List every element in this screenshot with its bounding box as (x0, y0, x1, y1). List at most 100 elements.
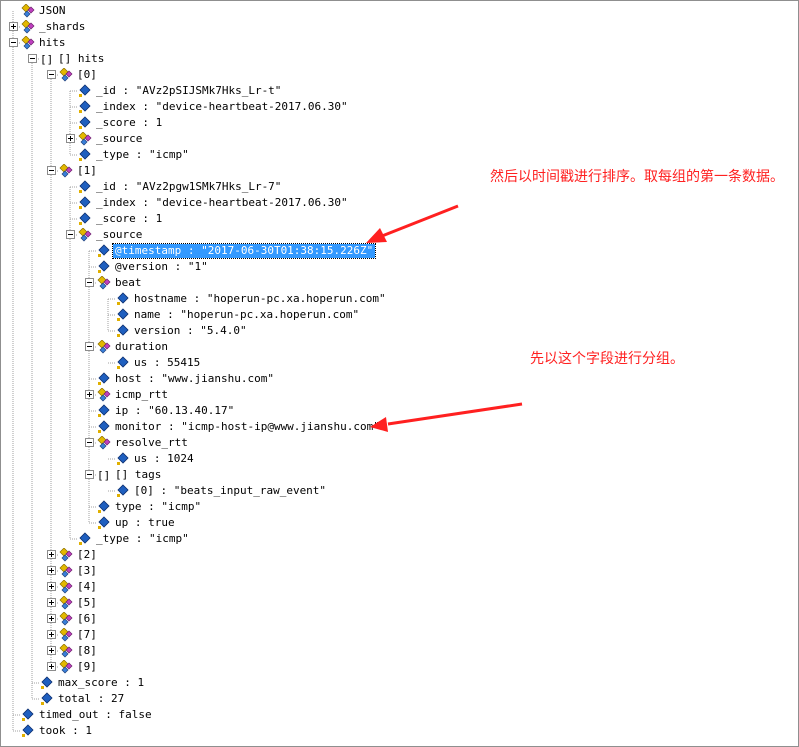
json-object-icon (58, 659, 74, 674)
tree-node-label[interactable]: [8] (77, 644, 97, 657)
json-array-icon: [] (96, 468, 112, 482)
json-object-icon (58, 595, 74, 610)
tree-node-label[interactable]: max_score : 1 (58, 676, 145, 689)
tree-node-label[interactable]: _type : "icmp" (96, 148, 189, 161)
json-object-icon (58, 563, 74, 578)
json-object-icon (20, 19, 36, 34)
expand-toggle-icon[interactable] (85, 390, 94, 399)
tree-node-label[interactable]: _score : 1 (96, 212, 163, 225)
arrow-to-timestamp (366, 204, 459, 243)
json-value-icon (77, 116, 93, 130)
tree-node-label[interactable]: monitor : "icmp-host-ip@www.jianshu.com" (115, 420, 380, 433)
json-value-icon (39, 676, 55, 690)
collapse-toggle-icon[interactable] (66, 230, 75, 239)
json-value-icon (115, 484, 131, 498)
tree-node-label[interactable]: version : "5.4.0" (134, 324, 247, 337)
tree-node-label[interactable]: hostname : "hoperun-pc.xa.hoperun.com" (134, 292, 386, 305)
expand-toggle-icon[interactable] (47, 582, 56, 591)
tree-node-label[interactable]: [] tags (115, 468, 162, 481)
tree-node-label[interactable]: [5] (77, 596, 97, 609)
tree-node-label[interactable]: [9] (77, 660, 97, 673)
json-value-icon (115, 324, 131, 338)
json-value-icon (39, 692, 55, 706)
tree-node-label[interactable]: name : "hoperun-pc.xa.hoperun.com" (134, 308, 360, 321)
tree-node-label[interactable]: JSON (39, 4, 66, 17)
tree-node-label[interactable]: [6] (77, 612, 97, 625)
expand-toggle-icon[interactable] (47, 614, 56, 623)
tree-node-label[interactable]: [] hits (58, 52, 105, 65)
tree-node-label[interactable]: [3] (77, 564, 97, 577)
expand-toggle-icon[interactable] (47, 646, 56, 655)
tree-node-label[interactable]: [0] (77, 68, 97, 81)
tree-node-label[interactable]: us : 55415 (134, 356, 201, 369)
tree-node-label[interactable]: beat (115, 276, 142, 289)
expand-toggle-icon[interactable] (66, 134, 75, 143)
json-object-icon (58, 579, 74, 594)
json-object-icon (20, 3, 36, 18)
tree-node-label[interactable]: us : 1024 (134, 452, 194, 465)
tree-node-label[interactable]: [0] : "beats_input_raw_event" (134, 484, 327, 497)
tree-node-label[interactable]: _index : "device-heartbeat-2017.06.30" (96, 196, 348, 209)
json-object-icon (77, 131, 93, 146)
json-value-icon (77, 180, 93, 194)
json-object-icon (77, 227, 93, 242)
tree-node-label[interactable]: _index : "device-heartbeat-2017.06.30" (96, 100, 348, 113)
tree-node-label[interactable]: icmp_rtt (115, 388, 168, 401)
tree-node-label[interactable]: host : "www.jianshu.com" (115, 372, 274, 385)
json-value-icon (115, 292, 131, 306)
json-value-icon (77, 100, 93, 114)
tree-node-label[interactable]: _id : "AVz2pSIJSMk7Hks_Lr-t" (96, 84, 282, 97)
tree-node-label[interactable]: @timestamp : "2017-06-30T01:38:15.226Z" (111, 243, 377, 259)
tree-node-label[interactable]: duration (115, 340, 168, 353)
json-value-icon (96, 404, 112, 418)
tree-node-label[interactable]: [7] (77, 628, 97, 641)
json-value-icon (77, 212, 93, 226)
tree-node-label[interactable]: hits (39, 36, 66, 49)
expand-toggle-icon[interactable] (47, 550, 56, 559)
expand-toggle-icon[interactable] (47, 598, 56, 607)
tree-node-label[interactable]: [1] (77, 164, 97, 177)
annotation-group-note: 先以这个字段进行分组。 (530, 351, 684, 367)
collapse-toggle-icon[interactable] (47, 166, 56, 175)
tree-node-label[interactable]: _id : "AVz2pgw1SMk7Hks_Lr-7" (96, 180, 282, 193)
tree-node-label[interactable]: _type : "icmp" (96, 532, 189, 545)
tree-node-label[interactable]: took : 1 (39, 724, 92, 737)
expand-toggle-icon[interactable] (47, 566, 56, 575)
json-object-icon (58, 627, 74, 642)
tree-node-label[interactable]: resolve_rtt (115, 436, 188, 449)
tree-node-label[interactable]: _score : 1 (96, 116, 163, 129)
json-object-icon (96, 339, 112, 354)
tree-node-label[interactable]: timed_out : false (39, 708, 152, 721)
json-value-icon (96, 500, 112, 514)
collapse-toggle-icon[interactable] (85, 438, 94, 447)
tree-node-label[interactable]: _shards (39, 20, 86, 33)
collapse-toggle-icon[interactable] (28, 54, 37, 63)
collapse-toggle-icon[interactable] (85, 342, 94, 351)
annotation-sort-note: 然后以时间戳进行排序。取每组的第一条数据。 (490, 169, 784, 185)
expand-toggle-icon[interactable] (9, 22, 18, 31)
json-object-icon (58, 611, 74, 626)
collapse-toggle-icon[interactable] (9, 38, 18, 47)
json-value-icon (77, 84, 93, 98)
tree-node-label[interactable]: ip : "60.13.40.17" (115, 404, 235, 417)
tree-node-label[interactable]: [4] (77, 580, 97, 593)
tree-node-label[interactable]: _source (96, 132, 143, 145)
collapse-toggle-icon[interactable] (85, 278, 94, 287)
json-value-icon (20, 708, 36, 722)
json-object-icon (20, 35, 36, 50)
collapse-toggle-icon[interactable] (85, 470, 94, 479)
tree-node-label[interactable]: @version : "1" (115, 260, 208, 273)
collapse-toggle-icon[interactable] (47, 70, 56, 79)
json-value-icon (96, 260, 112, 274)
json-object-icon (58, 643, 74, 658)
tree-node-label[interactable]: up : true (115, 516, 175, 529)
tree-node-label[interactable]: _source (96, 228, 143, 241)
tree-node-label[interactable]: [2] (77, 548, 97, 561)
tree-node-label[interactable]: total : 27 (58, 692, 125, 705)
json-object-icon (96, 387, 112, 402)
json-object-icon (58, 547, 74, 562)
json-value-icon (77, 196, 93, 210)
expand-toggle-icon[interactable] (47, 662, 56, 671)
tree-node-label[interactable]: type : "icmp" (115, 500, 202, 513)
expand-toggle-icon[interactable] (47, 630, 56, 639)
